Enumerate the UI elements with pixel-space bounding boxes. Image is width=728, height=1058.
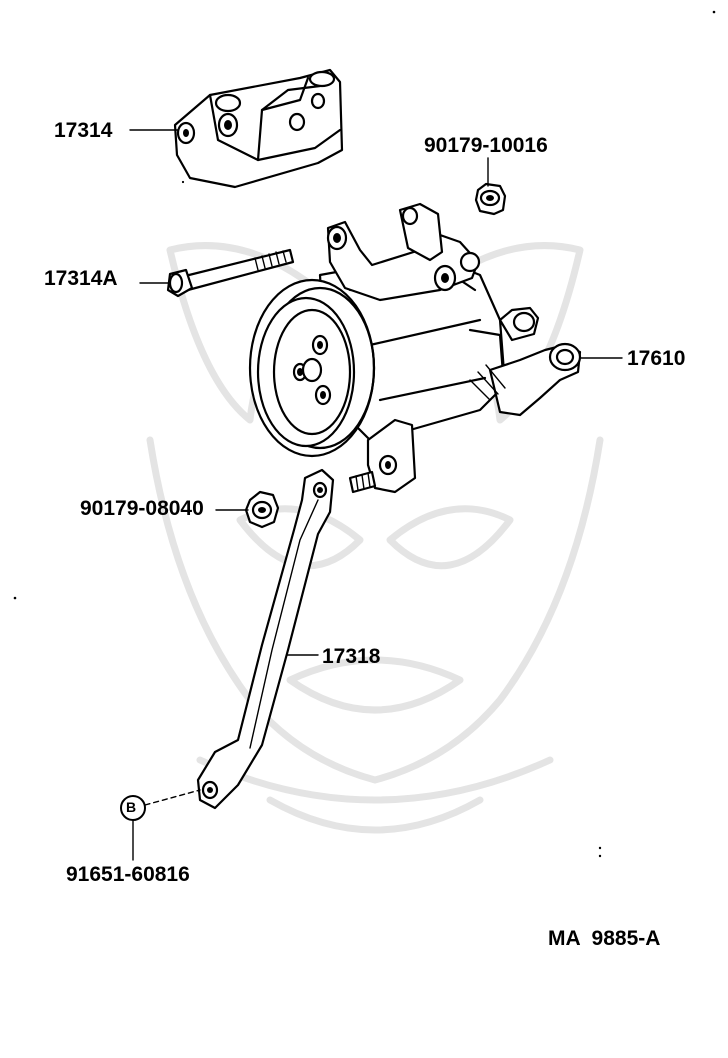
figure-code: MA 9885-A bbox=[548, 927, 661, 950]
callout-pump-17610[interactable]: 17610 bbox=[627, 347, 686, 370]
callout-stay-17318[interactable]: 17318 bbox=[322, 645, 381, 668]
leader-lines bbox=[129, 129, 623, 861]
callout-nut-90179-10016[interactable]: 90179-10016 bbox=[424, 134, 548, 157]
watermark-emblem bbox=[146, 242, 604, 834]
bolt-code-marker bbox=[120, 795, 146, 821]
callout-bolt-91651-60816[interactable]: 91651-60816 bbox=[66, 863, 190, 886]
bolt-code-symbol: B bbox=[126, 799, 137, 815]
callout-bolt-17314A[interactable]: 17314A bbox=[44, 267, 118, 290]
nut-upper-drawing bbox=[474, 182, 507, 216]
stay-17318-drawing bbox=[196, 468, 335, 810]
callout-bracket-17314[interactable]: 17314 bbox=[54, 119, 113, 142]
nut-lower-drawing bbox=[244, 490, 280, 529]
bracket-17314-drawing bbox=[173, 68, 344, 189]
callout-nut-90179-08040[interactable]: 90179-08040 bbox=[80, 497, 204, 520]
bolt-17314A-drawing bbox=[166, 248, 295, 298]
vacuum-pump-drawing bbox=[248, 202, 582, 494]
